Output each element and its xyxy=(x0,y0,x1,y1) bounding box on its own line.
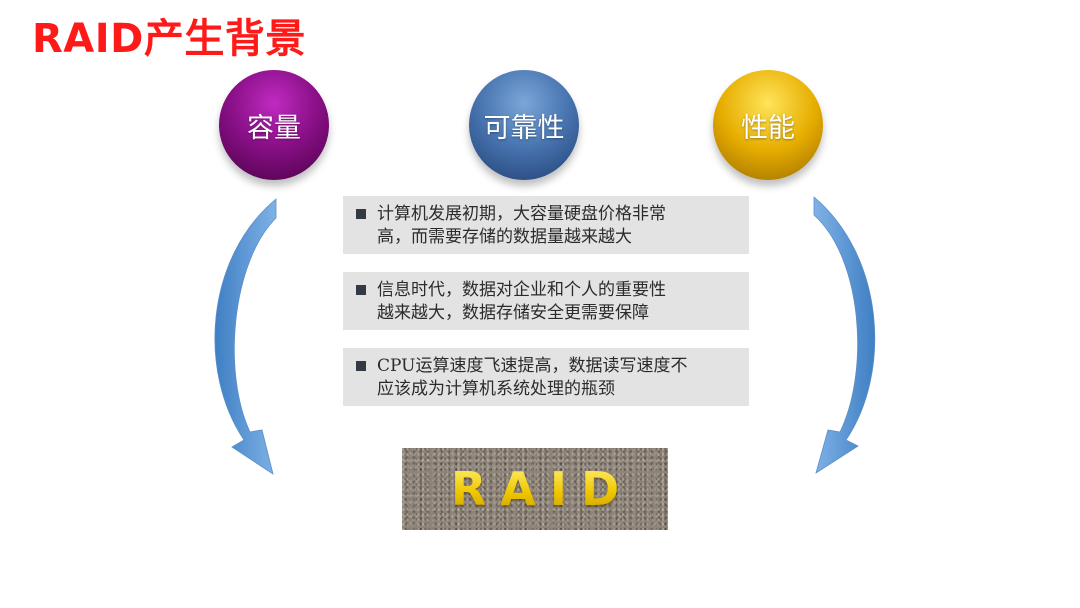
square-bullet-icon xyxy=(356,361,366,371)
reason-box-capacity: 计算机发展初期，大容量硬盘价格非常 高，而需要存储的数据量越来越大 xyxy=(343,196,749,254)
left-curved-arrow-icon xyxy=(214,198,277,475)
reason-text-line: 高，而需要存储的数据量越来越大 xyxy=(377,227,632,247)
page-title: RAID产生背景 xyxy=(32,16,306,62)
capacity-circle: 容量 xyxy=(219,70,329,180)
reason-box-performance: CPU运算速度飞速提高，数据读写速度不 应该成为计算机系统处理的瓶颈 xyxy=(343,348,749,406)
reliability-label: 可靠性 xyxy=(483,112,565,144)
reason-box-reliability: 信息时代，数据对企业和个人的重要性 越来越大，数据存储安全更需要保障 xyxy=(343,272,749,330)
reason-text-line: 计算机发展初期，大容量硬盘价格非常 xyxy=(377,204,666,224)
reason-text-line: 应该成为计算机系统处理的瓶颈 xyxy=(377,379,615,399)
raid-result-box: RAID xyxy=(402,448,668,530)
square-bullet-icon xyxy=(356,285,366,295)
reliability-circle: 可靠性 xyxy=(469,70,579,180)
raid-label: RAID xyxy=(437,462,633,516)
right-curved-arrow-icon xyxy=(813,196,876,474)
reason-text-line: 信息时代，数据对企业和个人的重要性 xyxy=(377,280,666,300)
capacity-label: 容量 xyxy=(247,112,301,144)
performance-label: 性能 xyxy=(741,112,795,144)
reason-text-line: 越来越大，数据存储安全更需要保障 xyxy=(377,303,649,323)
performance-circle: 性能 xyxy=(713,70,823,180)
reason-text-line: CPU运算速度飞速提高，数据读写速度不 xyxy=(377,356,688,376)
square-bullet-icon xyxy=(356,209,366,219)
